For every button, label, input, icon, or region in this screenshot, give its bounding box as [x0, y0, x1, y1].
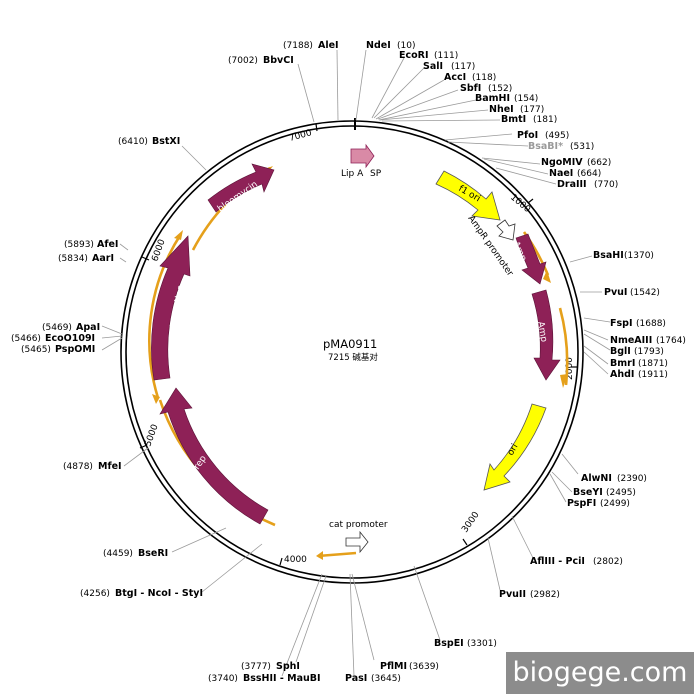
ticks [139, 123, 578, 566]
site-label: (3740)BssHII - MauBI [208, 673, 321, 684]
site-labels: (7188)AleI NdeI(10) EcoRI(111) SalI(117)… [11, 40, 686, 684]
amp-arrow-1 [515, 233, 547, 285]
bleomycin-arrow [207, 163, 275, 213]
site-label: PfoI(495) [517, 130, 569, 141]
tick-label-6000: 6000 [150, 238, 167, 263]
amp-label-2: Amp [535, 321, 548, 343]
site-label: NmeAIII(1764) [610, 335, 686, 346]
site-label: (5834)AarI [58, 253, 114, 264]
site-label: PflMI(3639) [380, 661, 439, 672]
watermark: biogege.com [506, 652, 694, 694]
site-label: (3777)SphI [241, 661, 300, 672]
site-label: (4459)BseRI [103, 548, 168, 559]
cat-promoter-arrow [345, 530, 369, 554]
site-label: SalI(117) [423, 61, 475, 72]
plasmid-length: 7215 碱基对 [328, 352, 378, 363]
tick-label-2000: 2000 [565, 357, 575, 380]
site-label: NgoMIV(662) [541, 157, 611, 168]
backbone-outer [120, 120, 584, 584]
site-label: (7002)BbvCI [228, 55, 294, 66]
site-label: AlwNI(2390) [581, 473, 647, 484]
backbone-inner [125, 125, 579, 579]
site-label: (5469)ApaI [42, 322, 100, 333]
site-label: BamHI(154) [475, 93, 538, 104]
site-label: BseYI(2495) [573, 487, 636, 498]
site-label: (5466)EcoO109I [11, 333, 95, 344]
site-label: SbfI(152) [460, 83, 512, 94]
site-label: BsaHI(1370) [593, 250, 654, 261]
lipa-label: Lip A [341, 169, 364, 179]
site-label: (4878)MfeI [63, 461, 122, 472]
lipa-sp-arrow [350, 143, 375, 169]
site-label: BmtI(181) [501, 114, 557, 125]
kana-neo-arrow [151, 235, 191, 381]
site-label: PvuI(1542) [604, 287, 660, 298]
ampr-promoter-arrow [496, 219, 516, 241]
site-label: FspI(1688) [610, 318, 666, 329]
site-label: BglI(1793) [610, 346, 664, 357]
site-label: (5465)PspOMI [21, 344, 95, 355]
site-label: BmrI(1871) [610, 358, 668, 369]
cat-promoter-label: cat promoter [329, 520, 388, 530]
site-label: AhdI(1911) [610, 369, 668, 380]
sp-label: SP [370, 169, 382, 179]
tick-label-5000: 5000 [143, 423, 160, 448]
amp-arrow-2 [531, 289, 561, 381]
site-label: (7188)AleI [283, 40, 339, 51]
site-label: AflIII - PciI(2802) [530, 556, 623, 567]
site-label: PasI(3645) [345, 673, 401, 684]
f1-ori-arrow [435, 170, 501, 221]
site-label: NdeI(10) [366, 40, 415, 51]
site-label: PspFI(2499) [567, 498, 630, 509]
site-label: BspEI(3301) [434, 638, 497, 649]
site-label: (4256)BtgI - NcoI - StyI [80, 588, 203, 599]
site-label: NheI(177) [489, 104, 544, 115]
site-label: EcoRI(111) [399, 50, 458, 61]
leader-lines [101, 49, 611, 677]
ori-arrow [483, 403, 547, 491]
tick-label-4000: 4000 [284, 555, 307, 565]
site-label: NaeI(664) [549, 168, 601, 179]
site-label: AccI(118) [444, 72, 496, 83]
site-label: PvuII(2982) [499, 589, 560, 600]
site-label: (5893)AfeI [64, 239, 118, 250]
tick-label-3000: 3000 [460, 510, 481, 535]
tick-label-7000: 7000 [288, 128, 313, 144]
site-label: DraIII(770) [557, 179, 618, 190]
plasmid-name: pMA0911 [323, 337, 377, 351]
rep-arrow [159, 387, 269, 525]
site-label: BsaBI*(531) [528, 141, 594, 152]
site-label: (6410)BstXI [118, 136, 180, 147]
